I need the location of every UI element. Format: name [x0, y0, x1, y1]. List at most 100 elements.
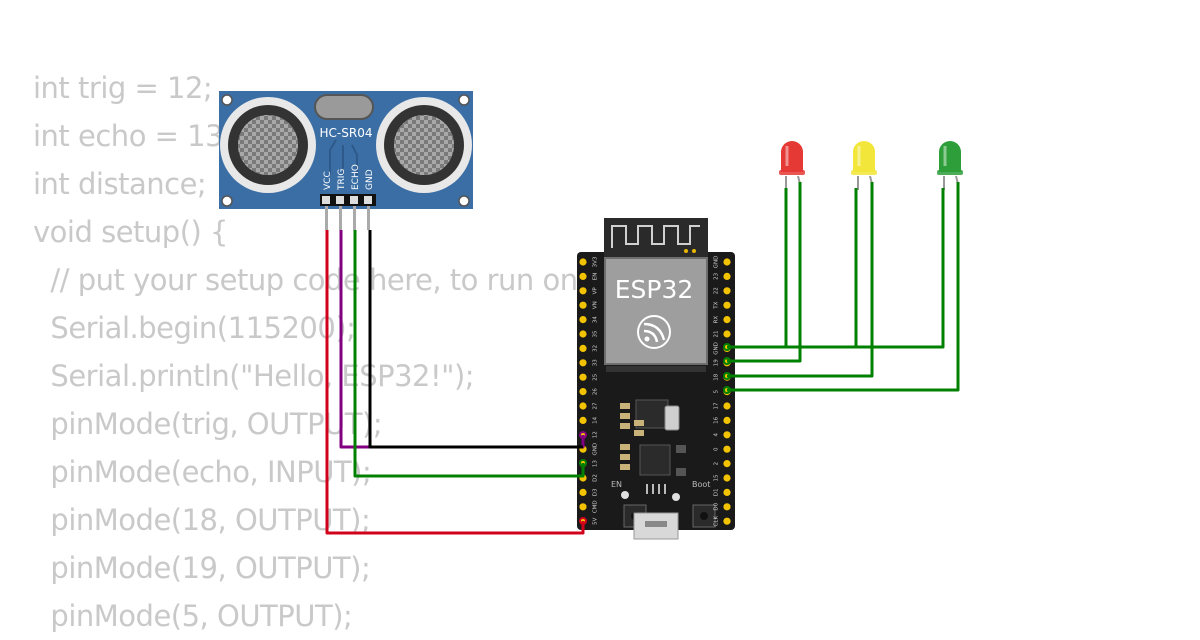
- right-pin[interactable]: [723, 460, 731, 468]
- right-pin-label: D1: [714, 489, 720, 497]
- right-pin-label: 21: [714, 331, 720, 338]
- left-pin-label: CMD: [593, 500, 599, 513]
- right-pin[interactable]: [723, 316, 731, 324]
- right-pin-label: GND: [714, 342, 720, 355]
- left-pin-label: VN: [593, 301, 599, 309]
- right-pin-label: 19: [714, 359, 720, 366]
- left-pin[interactable]: [579, 301, 587, 309]
- sensor-pin-label-echo: ECHO: [351, 164, 361, 190]
- wire-led-green-anode[interactable]: [727, 182, 960, 392]
- left-pin[interactable]: [579, 388, 587, 396]
- boot-label: Boot: [692, 480, 710, 489]
- right-pin[interactable]: [723, 402, 731, 410]
- ultrasonic-sensor[interactable]: HC-SR04 VCC TRIG ECHO GND: [219, 91, 473, 230]
- left-pin[interactable]: [579, 416, 587, 424]
- led-red[interactable]: [779, 141, 805, 190]
- left-pin-label: D3: [593, 488, 599, 496]
- code-line: Serial.begin(115200);: [33, 311, 356, 345]
- wire-led-red-gnd[interactable]: [727, 188, 788, 349]
- left-pin[interactable]: [579, 402, 587, 410]
- right-pin[interactable]: [723, 301, 731, 309]
- left-pin-header: 3V3ENVPVN343532332526271412GND13D2D3CMD5…: [579, 256, 599, 525]
- sensor-pin-vcc[interactable]: [322, 196, 330, 204]
- right-pin-label: 17: [714, 402, 720, 409]
- right-pin[interactable]: [723, 431, 731, 439]
- right-pin-label: 15: [714, 474, 720, 481]
- wire-echo[interactable]: [353, 230, 585, 478]
- left-pin[interactable]: [579, 373, 587, 381]
- left-pin[interactable]: [579, 359, 587, 367]
- left-pin[interactable]: [579, 330, 587, 338]
- right-pin-label: CLK: [714, 516, 720, 527]
- right-pin-label: 4: [714, 433, 720, 437]
- left-pin[interactable]: [579, 488, 587, 496]
- left-pin[interactable]: [579, 287, 587, 295]
- right-pin-label: 18: [714, 373, 720, 380]
- sensor-pin-echo[interactable]: [350, 196, 358, 204]
- sensor-pin-header[interactable]: [320, 194, 376, 230]
- right-pin[interactable]: [723, 416, 731, 424]
- right-pin[interactable]: [723, 330, 731, 338]
- left-pin[interactable]: [579, 316, 587, 324]
- pin-connect-markers: [579, 343, 731, 525]
- wire-led-green-gnd[interactable]: [727, 188, 945, 349]
- left-pin-label: 35: [593, 330, 599, 337]
- left-pin-label: 32: [593, 345, 599, 352]
- pcb-trace: [351, 144, 358, 175]
- led-green[interactable]: [937, 141, 963, 190]
- left-pin-label: 27: [593, 402, 599, 409]
- wire-led-yellow-anode[interactable]: [727, 182, 874, 378]
- right-pin[interactable]: [723, 488, 731, 496]
- sensor-pin-trig[interactable]: [336, 196, 344, 204]
- left-pin[interactable]: [579, 272, 587, 280]
- right-pin-label: 0: [714, 447, 720, 451]
- esp32-board[interactable]: ESP32: [577, 218, 735, 540]
- right-pin-label: 16: [714, 416, 720, 423]
- usb-uart-chip: [639, 444, 671, 476]
- code-line: int trig = 12;: [33, 71, 213, 105]
- code-line: pinMode(5, OUTPUT);: [33, 599, 353, 633]
- right-pin-label: TX: [714, 301, 720, 309]
- boot-button[interactable]: [692, 504, 716, 528]
- espressif-logo-icon: [637, 315, 671, 349]
- left-pin[interactable]: [579, 503, 587, 511]
- left-pin[interactable]: [579, 344, 587, 352]
- code-line: Serial.println("Hello, ESP32!");: [33, 359, 475, 393]
- right-pin[interactable]: [723, 474, 731, 482]
- left-pin-label: 12: [593, 431, 599, 438]
- wire-led-yellow-gnd[interactable]: [727, 188, 858, 349]
- right-pin[interactable]: [723, 517, 731, 525]
- right-pin[interactable]: [723, 503, 731, 511]
- wire-led-red-anode[interactable]: [727, 182, 802, 363]
- right-pin[interactable]: [723, 287, 731, 295]
- wires: [325, 182, 960, 535]
- right-pin[interactable]: [723, 445, 731, 453]
- transducer-right: [376, 97, 472, 193]
- right-pin-label: 5: [714, 389, 720, 393]
- wire-gnd[interactable]: [368, 230, 583, 449]
- left-pin[interactable]: [579, 258, 587, 266]
- board-components: [620, 399, 686, 501]
- left-pin-label: VP: [593, 287, 599, 295]
- mount-hole: [458, 195, 470, 207]
- wire-vcc[interactable]: [325, 230, 585, 535]
- wire-trig[interactable]: [339, 230, 585, 449]
- mount-hole: [458, 94, 470, 106]
- left-pin-label: 33: [593, 359, 599, 366]
- left-pin-label: 13: [593, 460, 599, 467]
- antenna-pad: [692, 249, 696, 253]
- esp32-module-shield: [604, 257, 708, 365]
- transducer-left: [220, 97, 316, 193]
- right-pin-label: 23: [714, 272, 720, 279]
- right-pin[interactable]: [723, 258, 731, 266]
- sensor-pin-gnd[interactable]: [364, 196, 372, 204]
- code-line: pinMode(18, OUTPUT);: [33, 503, 371, 537]
- crystal-oscillator: [314, 94, 374, 120]
- right-pin[interactable]: [723, 272, 731, 280]
- code-line: pinMode(19, OUTPUT);: [33, 551, 371, 585]
- led-yellow[interactable]: [851, 141, 877, 190]
- antenna-pad: [684, 249, 688, 253]
- mount-hole: [221, 195, 233, 207]
- code-line: int distance;: [33, 167, 207, 201]
